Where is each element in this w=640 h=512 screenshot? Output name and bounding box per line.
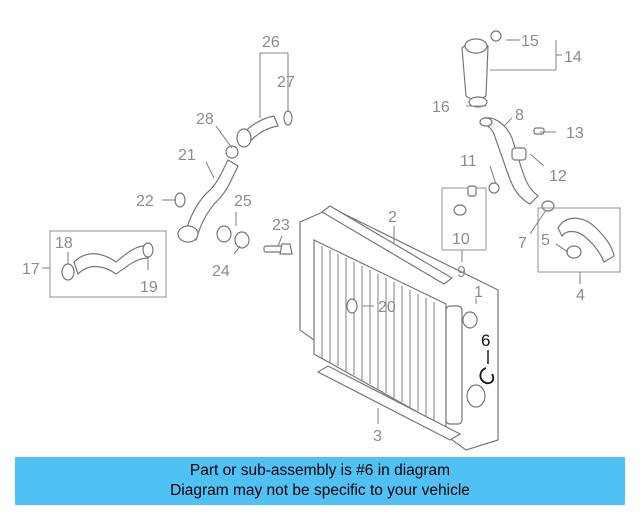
callout-21: 21 — [178, 147, 196, 164]
callout-2: 2 — [388, 209, 397, 226]
callout-7: 7 — [518, 235, 527, 252]
callout-16: 16 — [432, 99, 450, 116]
callout-25: 25 — [234, 193, 252, 210]
clip-20 — [346, 298, 358, 314]
diagram-caption: Part or sub-assembly is #6 in diagram Di… — [15, 457, 625, 505]
upper-bracket — [320, 205, 454, 285]
callout-19: 19 — [140, 279, 158, 296]
callout-11: 11 — [460, 153, 477, 170]
callout-20: 20 — [378, 299, 396, 316]
callout-6: 6 — [481, 331, 490, 350]
callout-3: 3 — [373, 428, 382, 445]
callout-17: 17 — [22, 261, 40, 278]
callout-4: 4 — [576, 287, 585, 304]
callout-5: 5 — [541, 232, 550, 249]
callout-13: 13 — [566, 125, 584, 142]
callout-12: 12 — [549, 168, 567, 185]
callouts: 1 2 3 4 5 6 7 8 9 10 11 12 13 14 15 16 1… — [22, 33, 585, 445]
charge-hose-left — [174, 110, 293, 255]
part-17-group — [49, 230, 167, 298]
caption-disclaimer-line: Diagram may not be specific to your vehi… — [170, 482, 470, 499]
callout-9: 9 — [457, 264, 466, 281]
callout-10: 10 — [452, 231, 470, 248]
hose-clamp-6 — [479, 367, 495, 385]
callout-26: 26 — [262, 34, 280, 51]
callout-1: 1 — [474, 284, 483, 301]
lower-bracket — [316, 365, 462, 441]
callout-14: 14 — [564, 49, 582, 66]
callout-27: 27 — [277, 74, 295, 91]
callout-15: 15 — [521, 33, 539, 50]
callout-22: 22 — [136, 193, 154, 210]
charge-hose-right — [461, 30, 555, 212]
part-10-group — [441, 182, 500, 251]
caption-part-line: Part or sub-assembly is #6 in diagram — [189, 462, 451, 479]
callout-8: 8 — [515, 107, 524, 124]
callout-24: 24 — [212, 263, 230, 280]
callout-28: 28 — [196, 111, 214, 128]
leader-lines — [42, 39, 581, 307]
callout-18: 18 — [55, 235, 73, 252]
part-4-group — [537, 207, 621, 273]
callout-23: 23 — [272, 217, 290, 234]
intercooler-core — [299, 207, 499, 451]
